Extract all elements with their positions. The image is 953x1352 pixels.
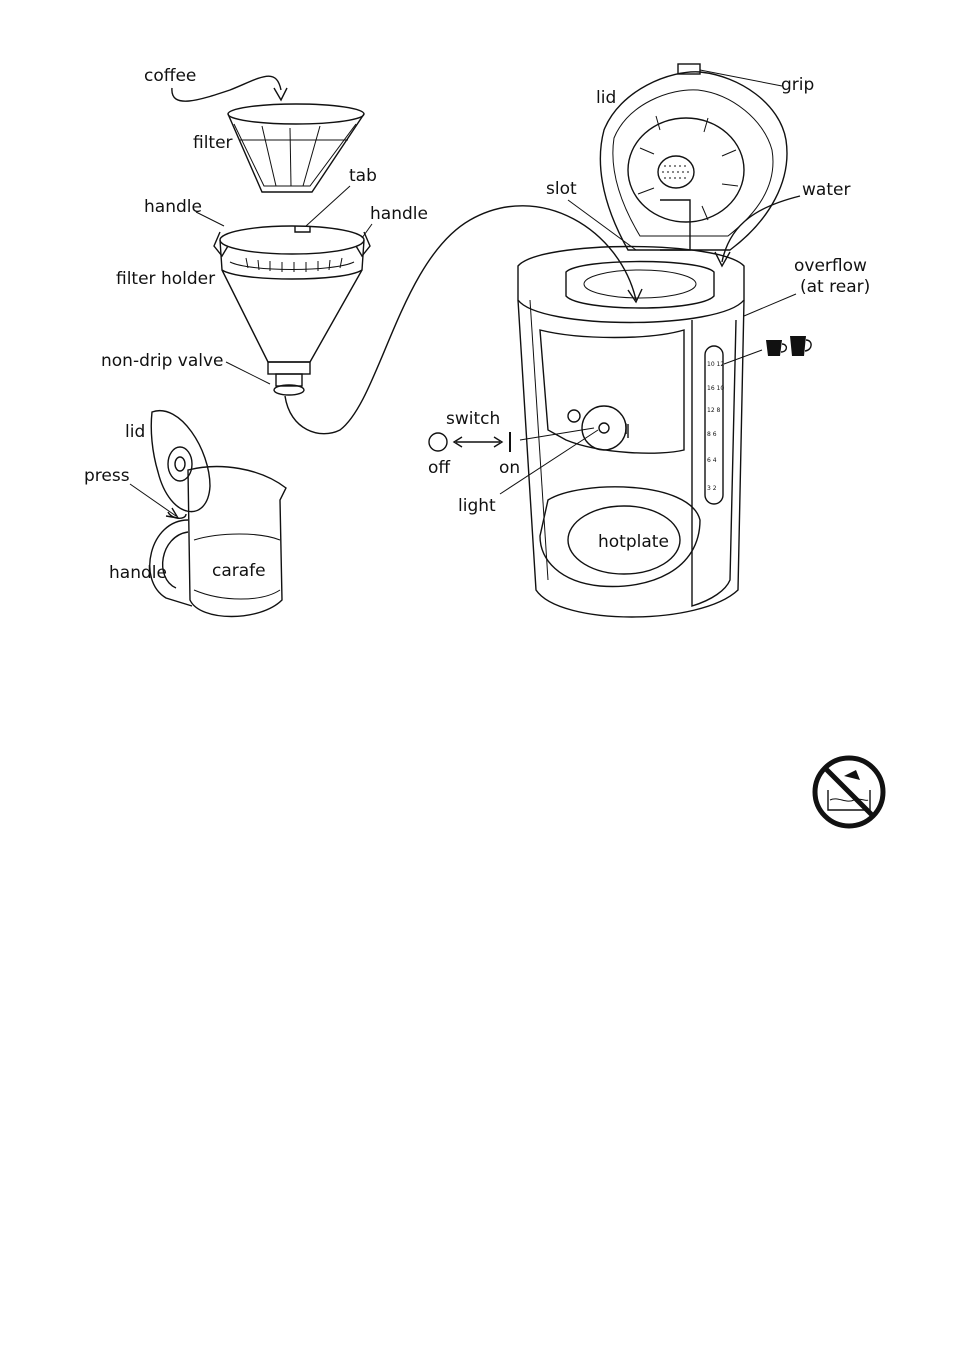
scale-mark: 16 10 (707, 385, 724, 392)
label-water: water (802, 180, 850, 200)
label-slot: slot (546, 179, 577, 199)
label-carafe-handle: handle (109, 563, 167, 583)
carafe-drawing (150, 411, 286, 617)
overflow-leader (744, 294, 796, 316)
scale-mark: 3 2 (707, 485, 717, 492)
valve-leader (226, 362, 270, 384)
label-handle-right: handle (370, 204, 428, 224)
label-carafe: carafe (212, 561, 266, 581)
label-hotplate: hotplate (598, 532, 669, 552)
label-grip: grip (781, 75, 814, 95)
grip-leader (700, 70, 782, 86)
label-non-drip-valve: non-drip valve (101, 351, 224, 371)
scale-mark: 12 8 (707, 407, 721, 414)
filter-holder-drawing (214, 226, 370, 395)
label-carafe-lid: lid (125, 422, 145, 442)
press-leader (130, 484, 176, 516)
scale-mark: 6 4 (707, 457, 717, 464)
scale-mark: 10 12 (707, 361, 724, 368)
label-on: on (499, 458, 520, 478)
label-off: off (428, 458, 450, 478)
off-symbol-icon (429, 433, 447, 451)
label-switch: switch (446, 409, 500, 429)
label-overflow: overflow (794, 256, 867, 276)
label-press: press (84, 466, 130, 486)
water-level-scale: 10 12 16 10 12 8 8 6 6 4 3 2 (707, 361, 724, 492)
cups-icon (766, 336, 811, 356)
label-tab: tab (349, 166, 377, 186)
scale-mark: 8 6 (707, 431, 717, 438)
water-arrow (722, 196, 800, 262)
label-overflow-at-rear: (at rear) (800, 277, 870, 297)
label-light: light (458, 496, 496, 516)
label-filter: filter (193, 133, 233, 153)
label-machine-lid: lid (596, 88, 616, 108)
handle-right-leader (362, 224, 372, 238)
label-handle-left: handle (144, 197, 202, 217)
no-immersion-icon (815, 758, 883, 826)
label-filter-holder: filter holder (116, 269, 215, 289)
filter-basket-drawing (228, 104, 364, 192)
label-coffee: coffee (144, 66, 196, 86)
switch-on-mark: I (624, 420, 628, 440)
